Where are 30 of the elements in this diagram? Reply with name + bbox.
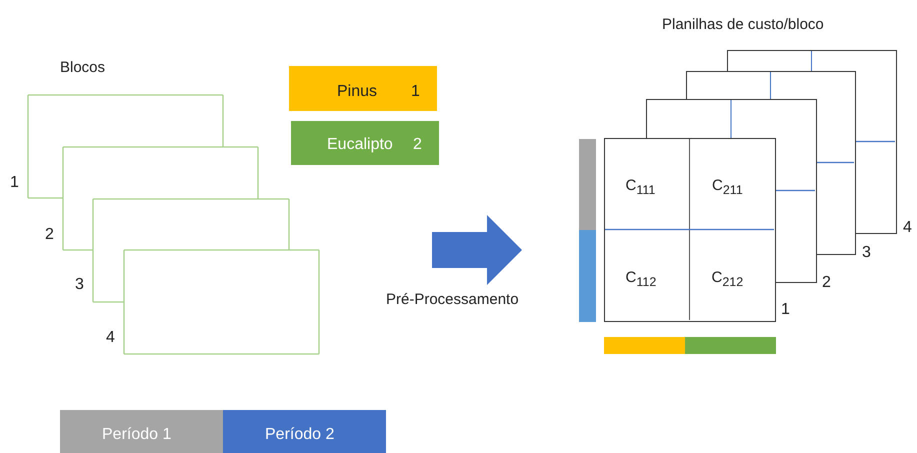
species-bar-segment [685,337,776,354]
index-number: 3 [75,277,84,293]
index-number: 1 [10,175,19,191]
key-label: Período 1 [102,427,172,443]
index-number: 1 [781,302,790,318]
index-number: 3 [862,245,871,261]
period-bar-segment [579,139,596,230]
index-number: 4 [903,220,912,236]
period-key [223,410,386,453]
cost-label: C$_{212}$ [712,270,744,288]
key-label: Pinus [337,84,378,100]
species-bar-segment [604,337,685,354]
species-key [289,66,437,111]
arrow-caption: Pré-Processamento [386,292,519,307]
period-bar-segment [579,230,596,322]
index-number: 4 [106,330,115,346]
key-label: Eucalipto [327,137,393,153]
cost-label: C$_{111}$ [626,178,656,196]
species-key [291,121,439,165]
cost-label: C$_{211}$ [712,178,743,196]
key-label: 2 [413,137,422,153]
key-label: 1 [411,84,420,100]
heading-label: Planilhas de custo/bloco [662,17,824,32]
key-label: Período 2 [265,427,334,443]
cost-sheet [604,138,776,322]
heading-label: Blocos [60,60,106,75]
cost-label: C$_{112}$ [626,270,656,288]
index-number: 2 [45,227,54,243]
period-key [60,410,223,453]
index-number: 2 [822,275,831,291]
